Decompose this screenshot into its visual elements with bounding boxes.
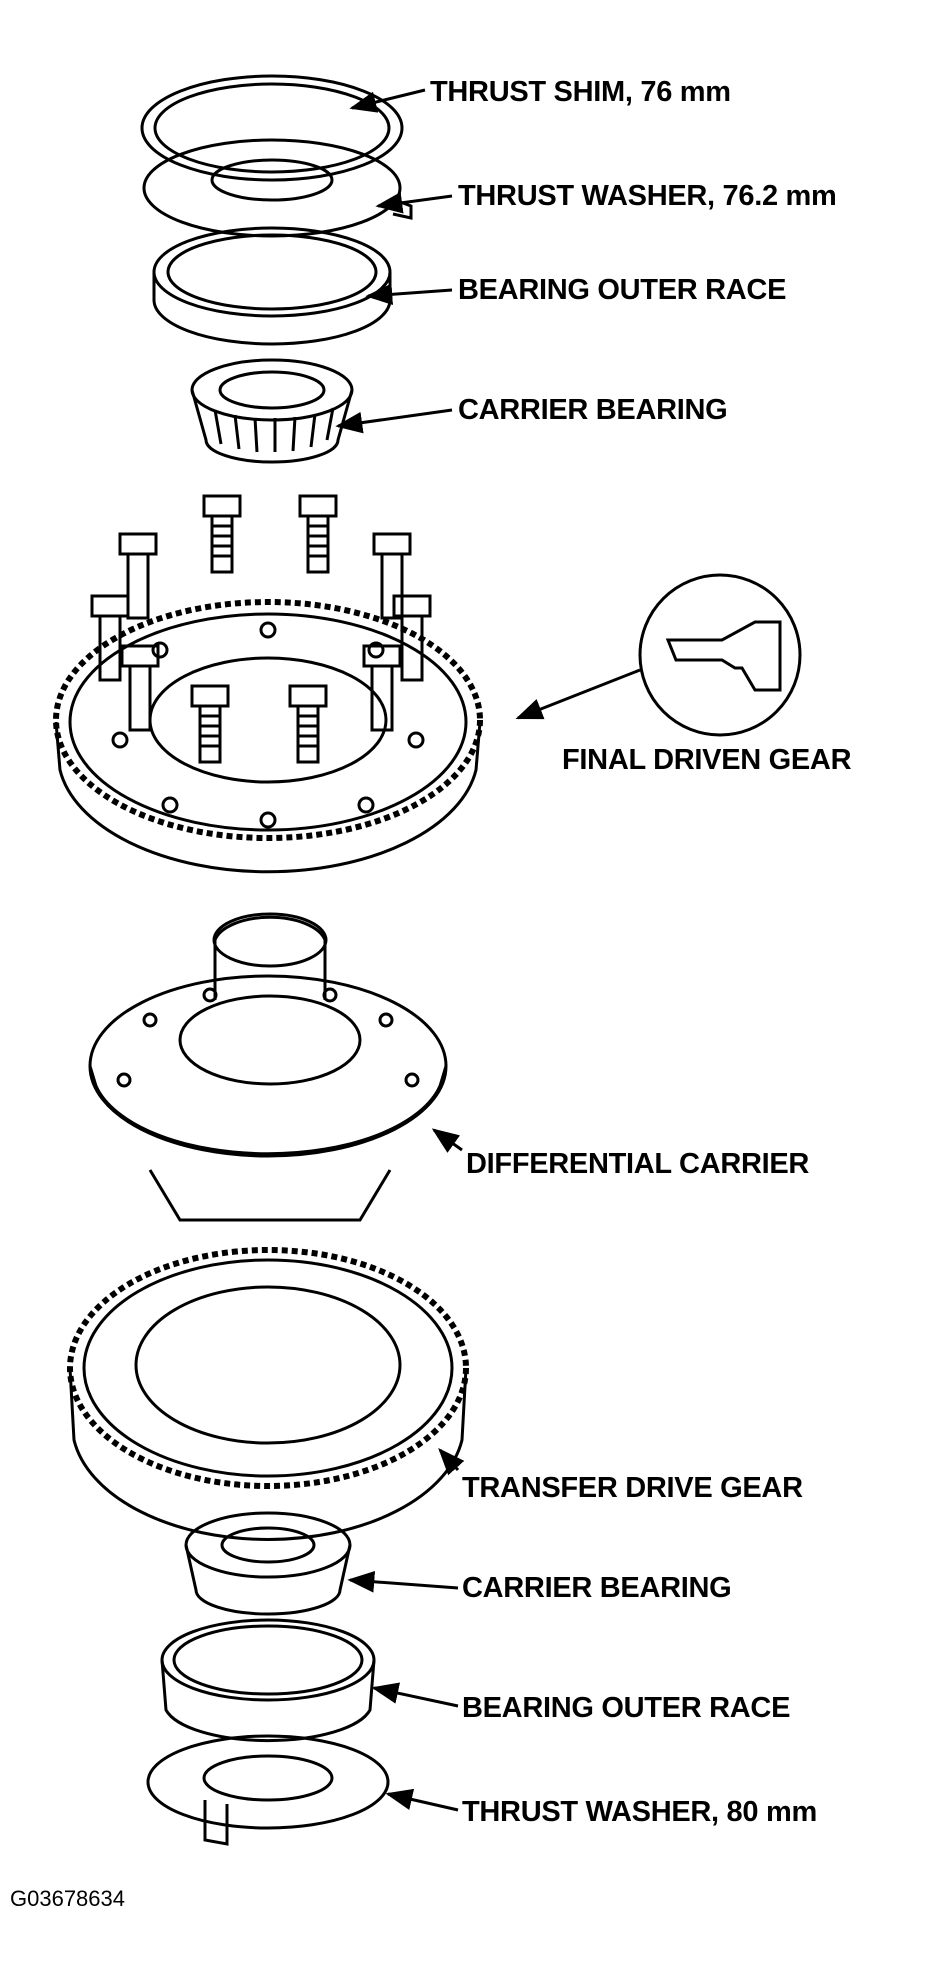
bearing-outer-race-top-part — [152, 226, 392, 346]
thrust-shim-part — [140, 74, 404, 182]
transfer-drive-gear-part — [67, 1247, 469, 1541]
label-final-driven-gear: FINAL DRIVEN GEAR — [562, 744, 852, 776]
label-carrier-bearing-bottom: CARRIER BEARING — [462, 1572, 732, 1604]
bearing-outer-race-bottom-part — [160, 1618, 376, 1743]
final-driven-gear-part — [53, 599, 483, 874]
leader-arrows — [335, 88, 641, 1812]
thrust-washer-top-part — [142, 138, 413, 238]
bolts — [90, 494, 432, 764]
differential-carrier-part — [88, 912, 448, 1222]
label-thrust-washer-top: THRUST WASHER, 76.2 mm — [458, 180, 837, 212]
label-thrust-shim: THRUST SHIM, 76 mm — [430, 76, 731, 108]
label-transfer-drive-gear: TRANSFER DRIVE GEAR — [462, 1472, 803, 1504]
gear-tooth-detail — [638, 573, 802, 737]
label-bearing-outer-race-top: BEARING OUTER RACE — [458, 274, 787, 306]
figure-code: G03678634 — [10, 1886, 125, 1911]
label-bearing-outer-race-bottom: BEARING OUTER RACE — [462, 1692, 791, 1724]
label-thrust-washer-bottom: THRUST WASHER, 80 mm — [462, 1796, 817, 1828]
carrier-bearing-top-part — [190, 358, 354, 464]
label-carrier-bearing-top: CARRIER BEARING — [458, 394, 728, 426]
thrust-washer-bottom-part — [146, 1734, 390, 1846]
carrier-bearing-bottom-part — [184, 1511, 352, 1616]
label-differential-carrier: DIFFERENTIAL CARRIER — [466, 1148, 810, 1180]
